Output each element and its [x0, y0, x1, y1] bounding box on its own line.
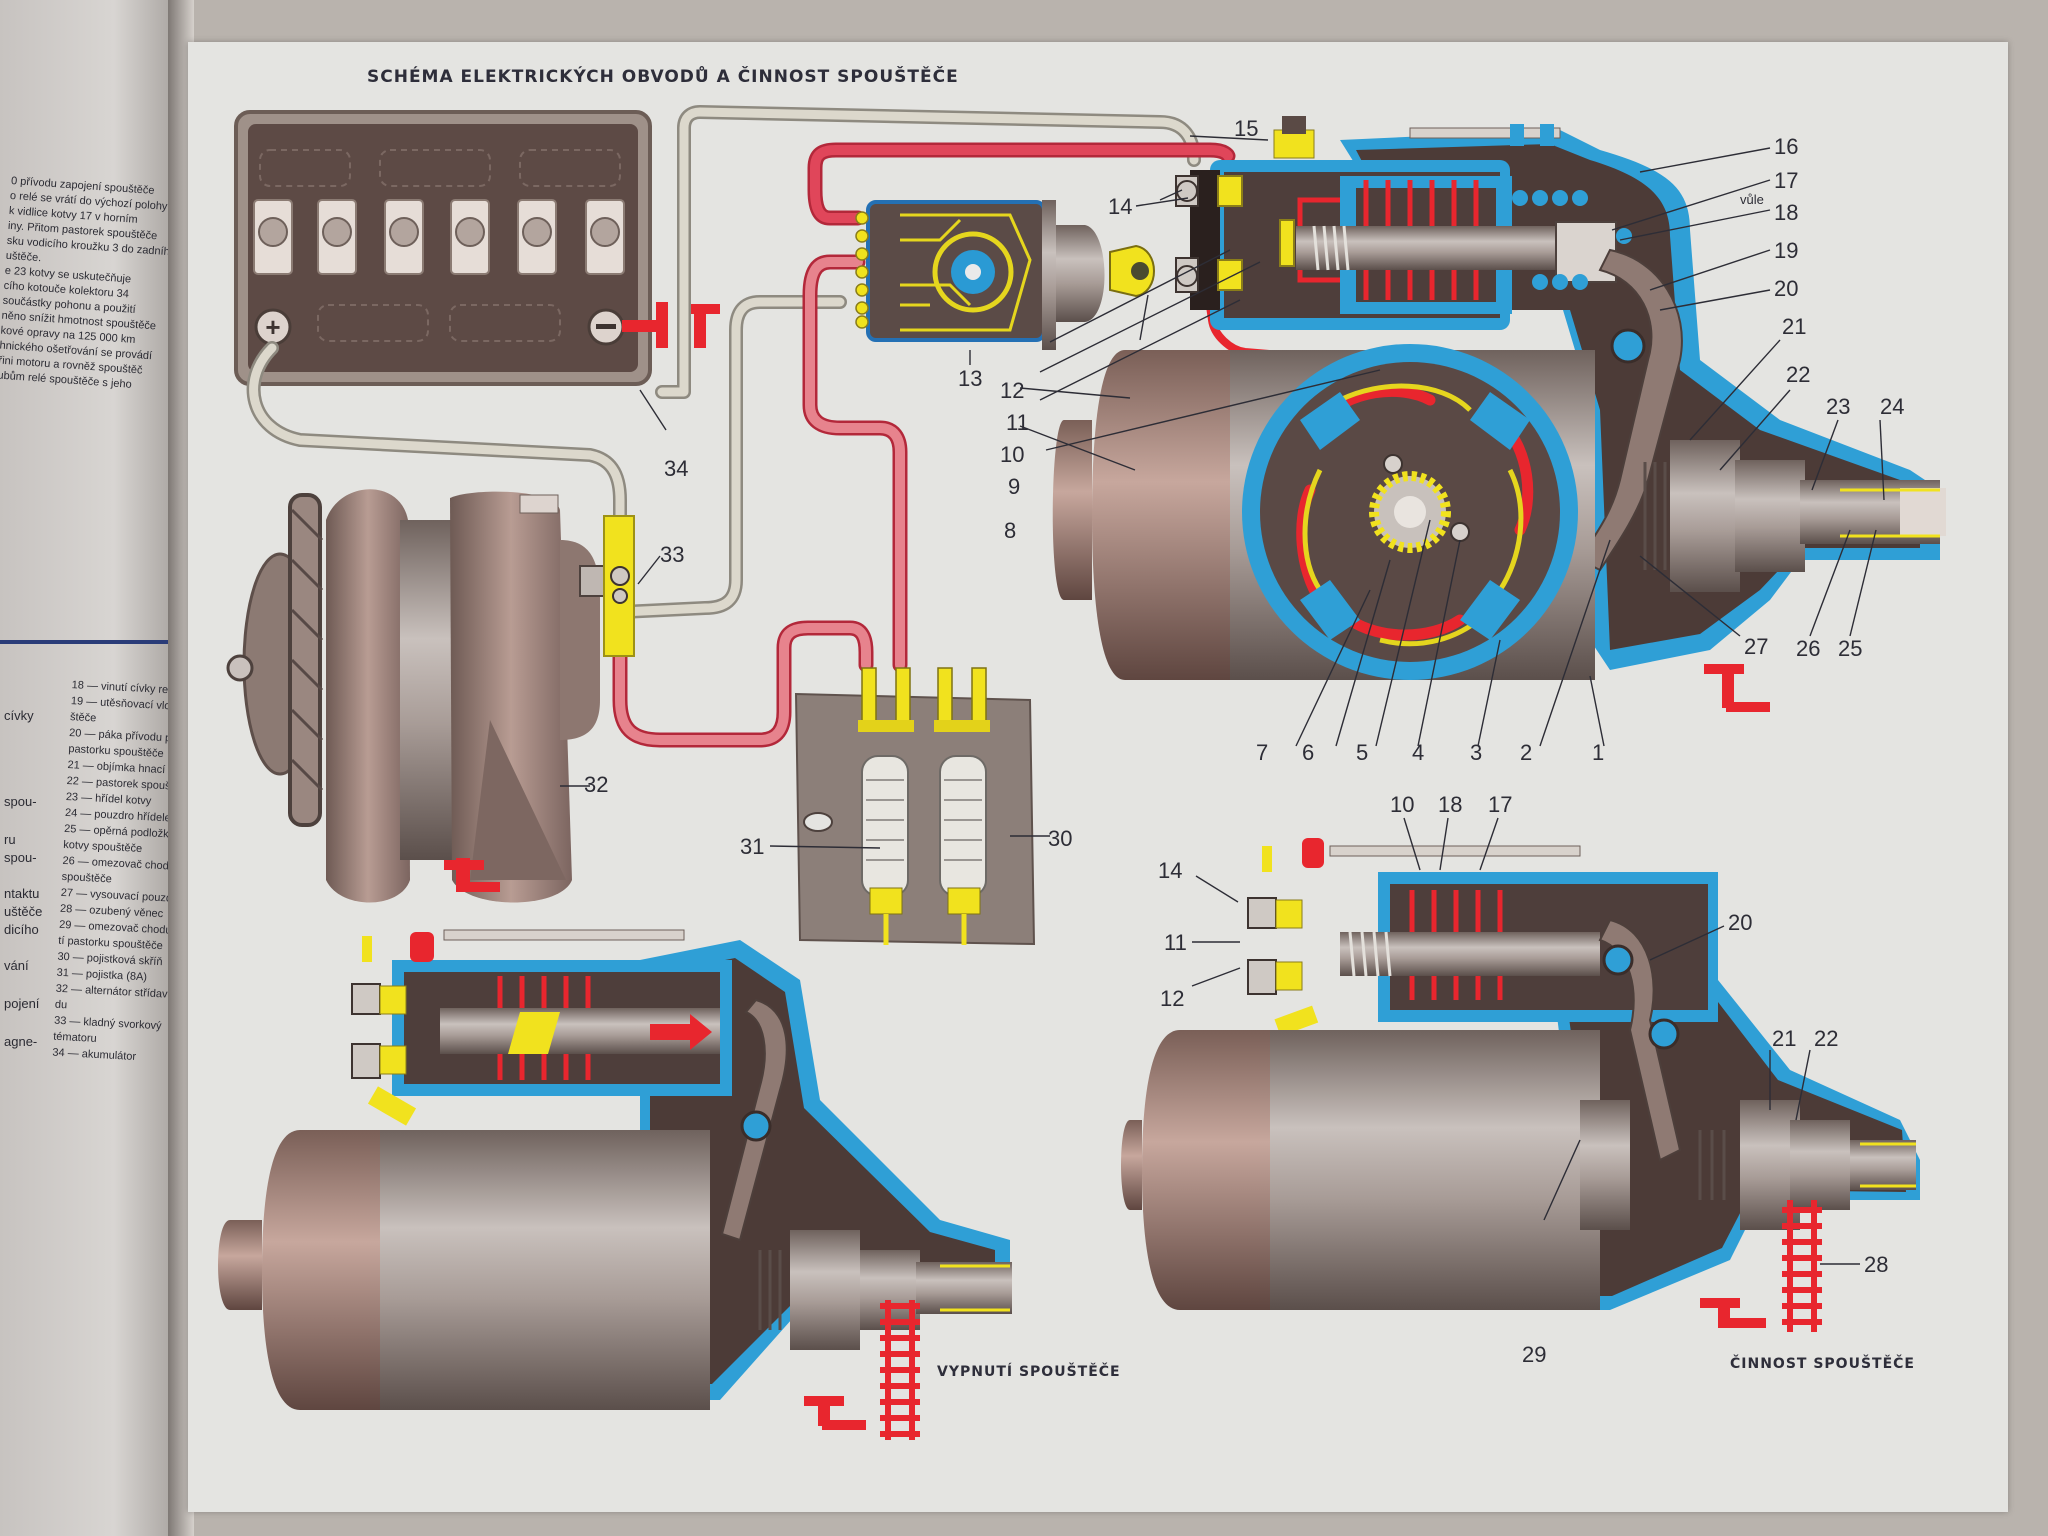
- ignition-switch: [855, 200, 1155, 350]
- callout-24: 24: [1880, 394, 1904, 419]
- callout-b-12: 12: [1160, 986, 1184, 1011]
- battery: +: [234, 110, 720, 386]
- callout-32: 32: [584, 772, 608, 797]
- callout-3: 3: [1470, 740, 1482, 765]
- side-word: ntaktu: [4, 886, 40, 901]
- callout-10: 10: [1000, 442, 1024, 467]
- callout-numbers: 1 2 3 4 5 6 7 8 9 10 11 12 13 14 15 16 1…: [584, 116, 1904, 1367]
- callout-33: 33: [660, 542, 684, 567]
- callout-6: 6: [1302, 740, 1314, 765]
- callout-16: 16: [1774, 134, 1798, 159]
- callout-12: 12: [1000, 378, 1024, 403]
- caption-engaged: ČINNOST SPOUŠTĚČE: [1730, 1354, 1915, 1372]
- callout-2: 2: [1520, 740, 1532, 765]
- side-word: dicího: [4, 922, 39, 937]
- callout-b-11: 11: [1164, 930, 1187, 955]
- callout-1: 1: [1592, 740, 1604, 765]
- side-word: pojení: [4, 996, 40, 1011]
- callout-b-29: 29: [1522, 1342, 1546, 1367]
- callout-b-28: 28: [1864, 1252, 1888, 1277]
- callout-9: 9: [1008, 474, 1020, 499]
- callout-14: 14: [1108, 194, 1132, 219]
- callout-clearance: vůle: [1740, 192, 1764, 207]
- callout-8: 8: [1004, 518, 1016, 543]
- callout-23: 23: [1826, 394, 1850, 419]
- callout-b-21: 21: [1772, 1026, 1796, 1051]
- starter-main: [1052, 116, 1946, 712]
- side-word: cívky: [4, 708, 34, 723]
- callout-18: 18: [1774, 200, 1798, 225]
- callout-21: 21: [1782, 314, 1806, 339]
- callout-b-18: 18: [1438, 792, 1462, 817]
- callout-7: 7: [1256, 740, 1268, 765]
- side-word: spou-: [4, 794, 37, 809]
- callout-b-10: 10: [1390, 792, 1414, 817]
- callout-4: 4: [1412, 740, 1424, 765]
- side-word: vání: [4, 958, 29, 973]
- callout-17: 17: [1774, 168, 1798, 193]
- fuse-30: [934, 667, 990, 945]
- starter-engaged: [1121, 838, 1920, 1332]
- callout-31: 31: [740, 834, 764, 859]
- section-divider: [0, 640, 180, 644]
- side-word: spou-: [4, 850, 37, 865]
- alternator: [226, 489, 635, 903]
- callout-20: 20: [1774, 276, 1798, 301]
- callout-b-22: 22: [1814, 1026, 1838, 1051]
- wiring: [246, 105, 1404, 748]
- callout-26: 26: [1796, 636, 1820, 661]
- motion-arrow-icon: [650, 1014, 712, 1050]
- callout-30: 30: [1048, 826, 1072, 851]
- callout-b-17: 17: [1488, 792, 1512, 817]
- callout-13: 13: [958, 366, 982, 391]
- page-title: SCHÉMA ELEKTRICKÝCH OBVODŮ A ČINNOST SPO…: [367, 64, 959, 87]
- starter-disengaged: [218, 929, 1012, 1440]
- callout-b-20: 20: [1728, 910, 1752, 935]
- side-word: agne-: [4, 1034, 38, 1049]
- callout-25: 25: [1838, 636, 1862, 661]
- svg-text:+: +: [265, 312, 280, 342]
- callout-15: 15: [1234, 116, 1258, 141]
- left-page: 0 přívodu zapojení spouštěče o relé se v…: [0, 0, 190, 1536]
- fuse-31: [858, 667, 914, 945]
- callout-b-14: 14: [1158, 858, 1182, 883]
- callout-11: 11: [1006, 410, 1029, 435]
- side-word: uštěče: [4, 904, 43, 919]
- callout-5: 5: [1356, 740, 1368, 765]
- callout-34: 34: [664, 456, 688, 481]
- callout-22: 22: [1786, 362, 1810, 387]
- caption-disengaged: VYPNUTÍ SPOUŠTĚČE: [937, 1362, 1121, 1380]
- callout-27: 27: [1744, 634, 1768, 659]
- callout-19: 19: [1774, 238, 1798, 263]
- leader-lines: [560, 135, 1885, 1265]
- fuse-box: [794, 667, 1036, 946]
- side-word: ru: [4, 832, 16, 847]
